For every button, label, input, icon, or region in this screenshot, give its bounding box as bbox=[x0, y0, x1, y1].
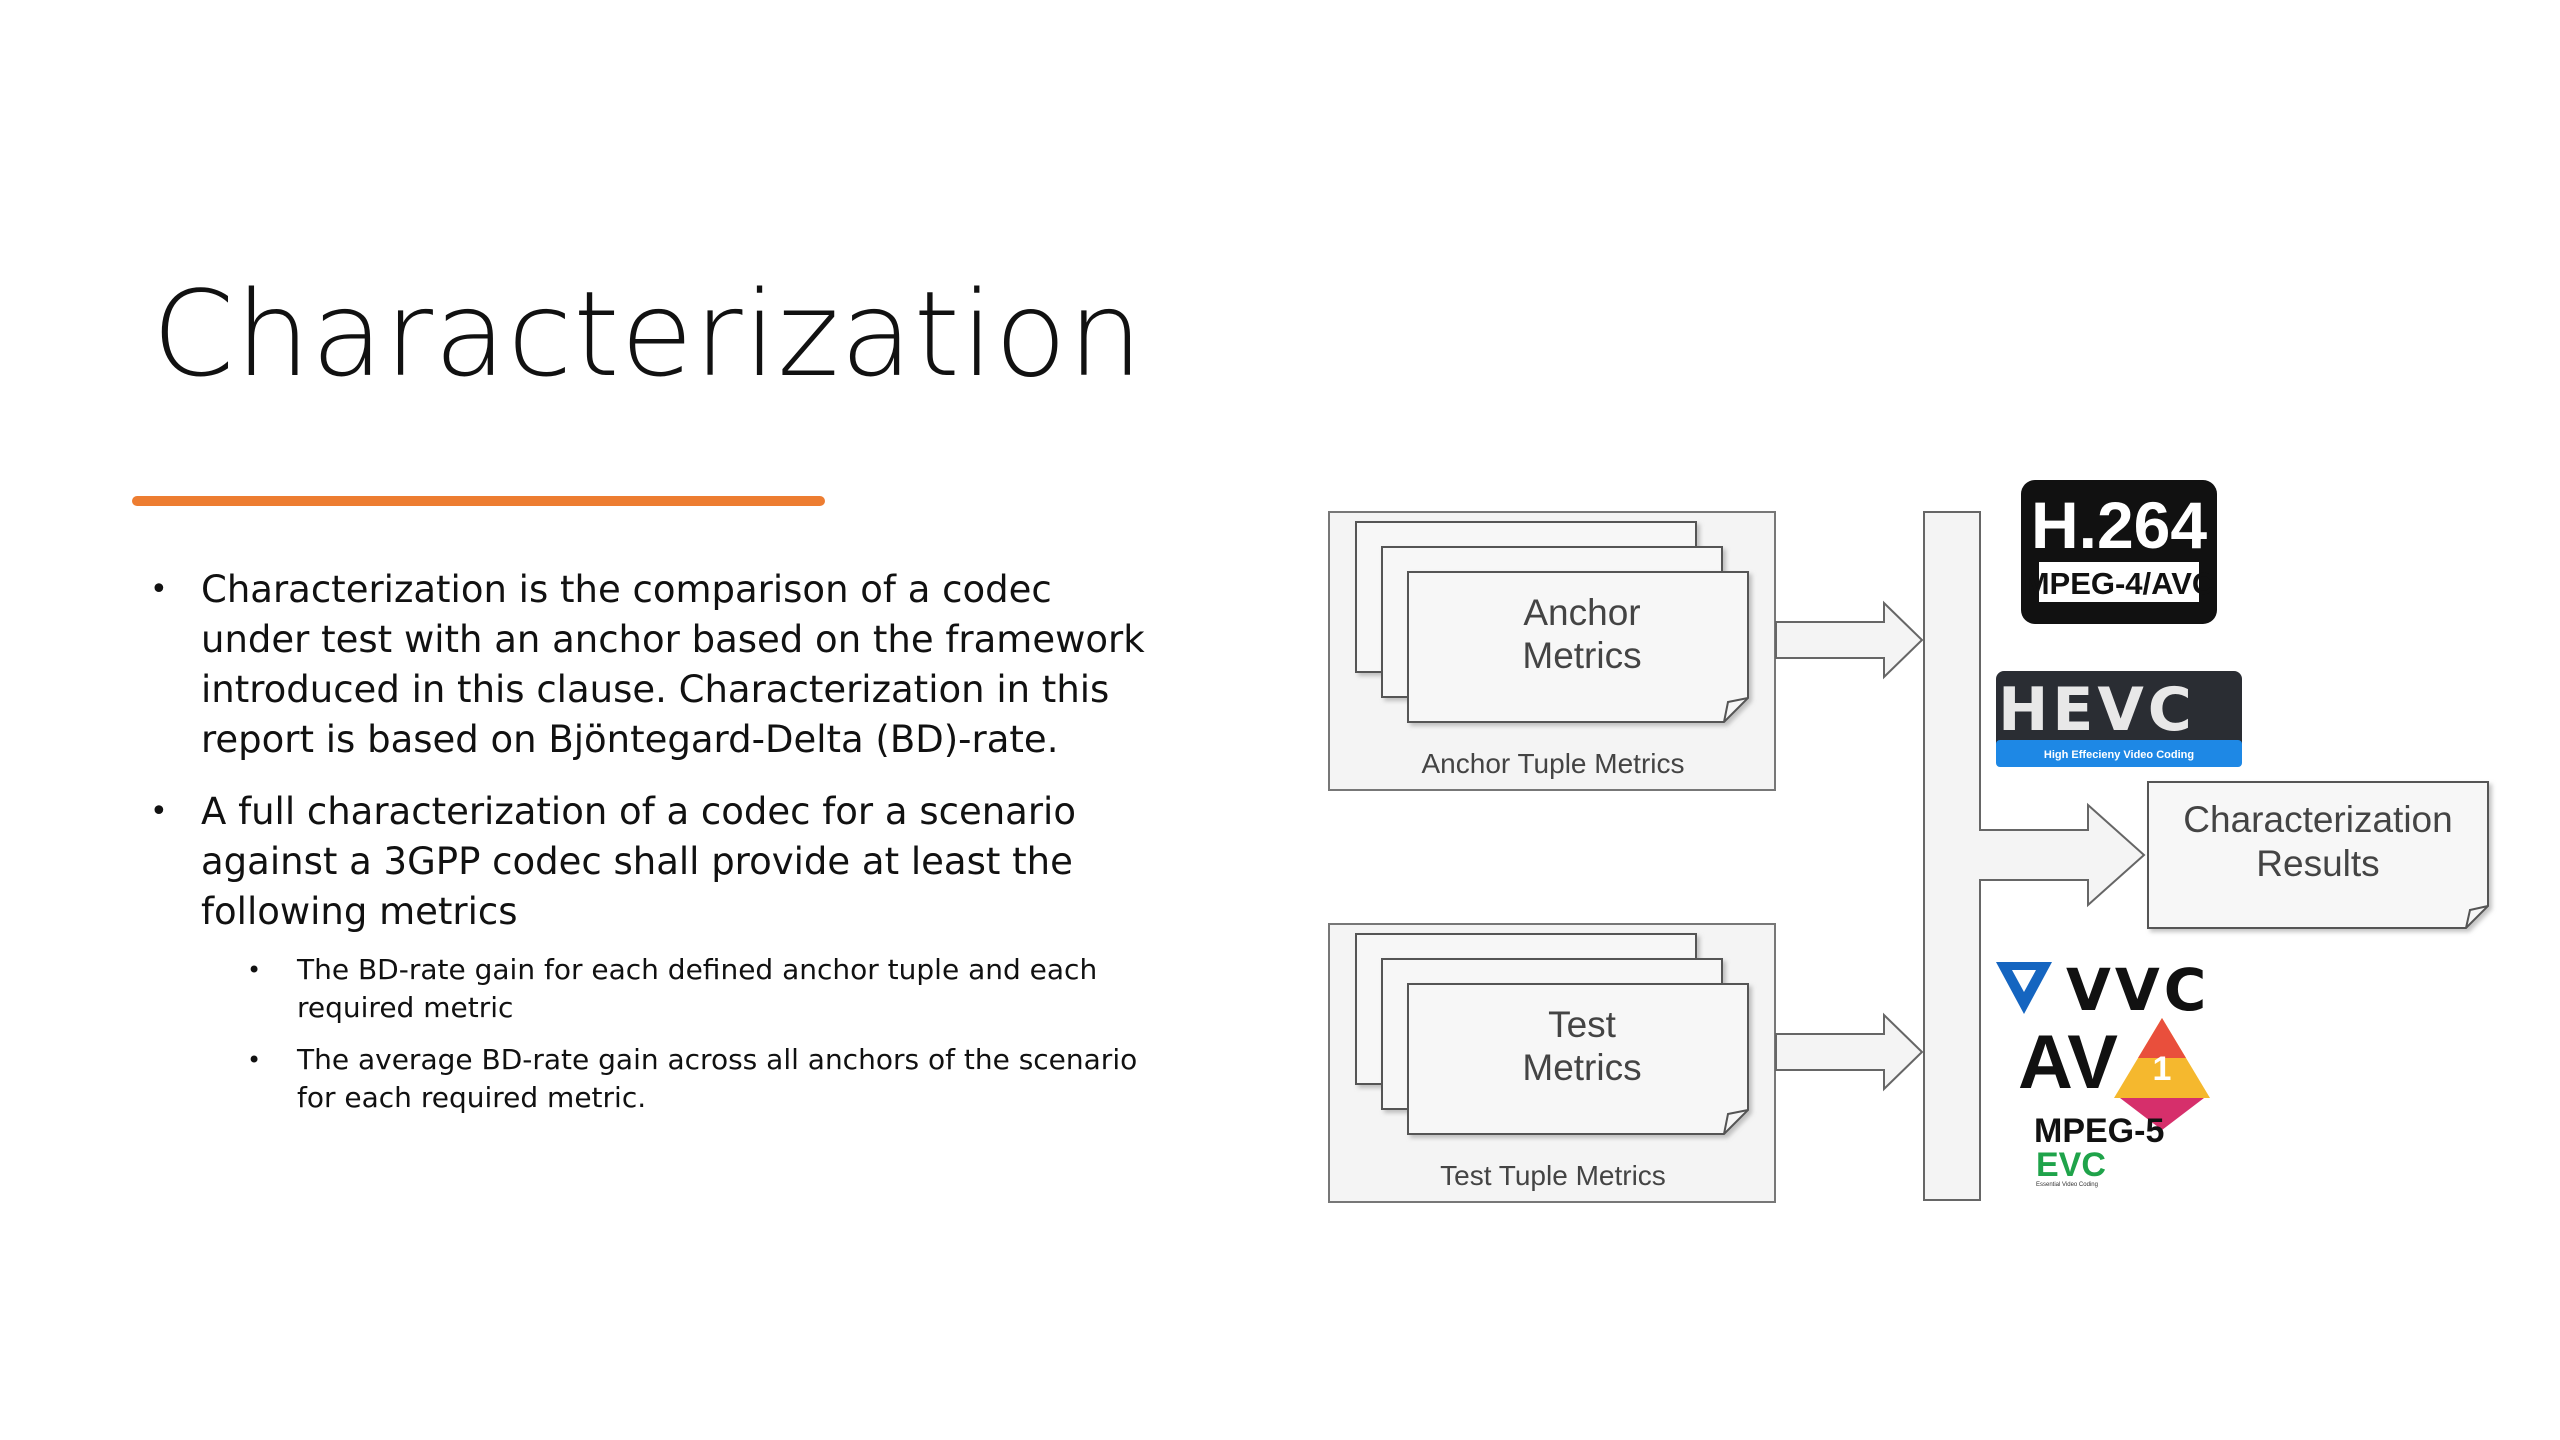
anchor-arrow bbox=[1775, 600, 1924, 680]
mpeg5-evc-logo: MPEG-5 EVC Essential Video Coding bbox=[2034, 1112, 2164, 1188]
bullet-item: A full characterization of a codec for a… bbox=[150, 787, 1160, 1117]
sub-bullet-item: The BD-rate gain for each defined anchor… bbox=[247, 951, 1160, 1027]
vvc-logo: VVC bbox=[1996, 956, 2210, 1024]
title-accent-rule bbox=[132, 496, 825, 506]
anchor-tuple-group: Anchor Metrics Anchor Tuple Metrics bbox=[1328, 511, 1776, 791]
anchor-metrics-label-line1: Anchor bbox=[1523, 592, 1640, 633]
hevc-logo-subtext: High Effecieny Video Coding bbox=[2044, 749, 2194, 761]
anchor-metrics-label-line2: Metrics bbox=[1522, 635, 1641, 676]
av1-logo-digit: 1 bbox=[2153, 1050, 2172, 1088]
bullet-item: Characterization is the comparison of a … bbox=[150, 565, 1160, 765]
sub-bullet-list: The BD-rate gain for each defined anchor… bbox=[247, 951, 1160, 1117]
h264-logo-text: H.264 bbox=[2031, 488, 2207, 562]
characterization-results: Characterization Results bbox=[2147, 781, 2489, 929]
test-metrics-label-line1: Test bbox=[1548, 1004, 1617, 1045]
av1-logo: AV 1 bbox=[2018, 1018, 2210, 1130]
anchor-tuple-label: Anchor Tuple Metrics bbox=[1422, 748, 1685, 779]
h264-logo-subtext: MPEG-4/AVC bbox=[2024, 566, 2215, 601]
hevc-logo-text: HEVC bbox=[1998, 675, 2196, 745]
test-tuple-group: Test Metrics Test Tuple Metrics bbox=[1328, 923, 1776, 1203]
results-label-line1: Characterization bbox=[2183, 799, 2452, 840]
sub-bullet-item: The average BD-rate gain across all anch… bbox=[247, 1041, 1160, 1117]
bullet-text: A full characterization of a codec for a… bbox=[201, 790, 1076, 933]
test-metrics-label-line2: Metrics bbox=[1522, 1047, 1641, 1088]
test-tuple-label: Test Tuple Metrics bbox=[1440, 1160, 1666, 1191]
hevc-logo: HEVC High Effecieny Video Coding bbox=[1996, 671, 2242, 767]
characterization-diagram: Anchor Metrics Anchor Tuple Metrics Test… bbox=[1328, 480, 2489, 1203]
h264-logo: H.264 MPEG-4/AVC bbox=[2021, 480, 2217, 624]
bullet-list: Characterization is the comparison of a … bbox=[150, 565, 1160, 1139]
evc-logo-text: EVC bbox=[2036, 1146, 2106, 1184]
combine-bus-arrow bbox=[1923, 511, 2146, 1201]
vvc-logo-text: VVC bbox=[2066, 956, 2210, 1024]
av1-logo-letters: AV bbox=[2018, 1020, 2118, 1105]
test-arrow bbox=[1775, 1012, 1924, 1092]
results-label-line2: Results bbox=[2256, 843, 2379, 884]
evc-logo-fine: Essential Video Coding bbox=[2036, 1182, 2098, 1188]
slide-title: Characterization bbox=[152, 265, 1144, 403]
mpeg5-logo-text: MPEG-5 bbox=[2034, 1112, 2164, 1150]
